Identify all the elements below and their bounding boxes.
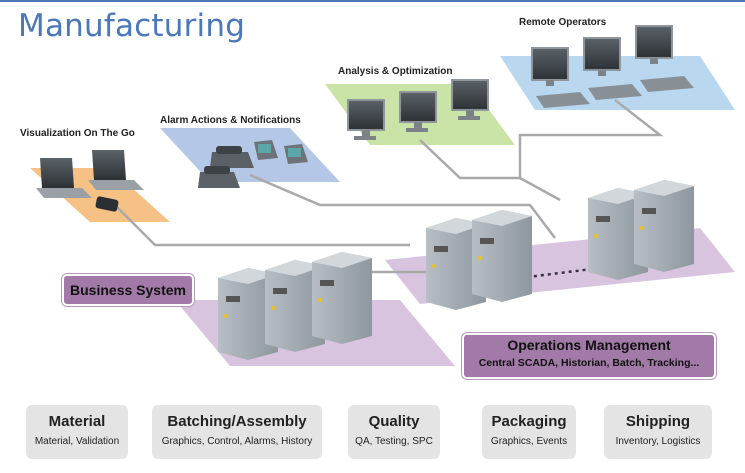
server-icon (426, 218, 486, 310)
business-system-tag: Business System (62, 274, 194, 306)
category-box-batching: Batching/Assembly Graphics, Control, Ala… (152, 405, 322, 459)
monitor-icon (347, 99, 385, 140)
category-box-shipping: Shipping Inventory, Logistics (604, 405, 712, 459)
category-box-quality: Quality QA, Testing, SPC (348, 405, 440, 459)
monitor-icon (583, 37, 621, 76)
monitor-icon (531, 47, 569, 86)
alarm-zone (160, 128, 340, 182)
server-icon (472, 210, 532, 302)
category-box-packaging: Packaging Graphics, Events (482, 405, 576, 459)
operations-management-tag: Operations Management Central SCADA, His… (462, 333, 716, 379)
keyboard-icon (640, 76, 694, 92)
category-title: Material (48, 413, 106, 430)
handheld-icon (254, 140, 278, 160)
laptop-icon (88, 150, 144, 190)
category-subtitle: QA, Testing, SPC (355, 436, 433, 447)
server-icon (588, 188, 648, 280)
category-subtitle: Graphics, Control, Alarms, History (161, 436, 313, 447)
category-subtitle: Material, Validation (34, 436, 120, 447)
server-icon (218, 268, 278, 360)
desk-phone-icon (198, 166, 240, 188)
zone-label-mobile: Visualization On The Go (20, 128, 135, 139)
handheld-icon (284, 144, 308, 164)
category-subtitle: Graphics, Events (490, 436, 568, 447)
business-system-label: Business System (70, 282, 186, 298)
server-icon (312, 252, 372, 344)
operations-management-title: Operations Management (507, 337, 671, 353)
monitor-icon (451, 79, 489, 120)
server-icon (265, 260, 325, 352)
category-box-material: Material Material, Validation (26, 405, 128, 459)
page-title: Manufacturing (18, 8, 246, 44)
operations-management-subtitle: Central SCADA, Historian, Batch, Trackin… (478, 357, 700, 369)
category-title: Packaging (491, 413, 567, 430)
phone-icon (95, 196, 119, 212)
category-title: Quality (368, 413, 420, 430)
keyboard-icon (588, 84, 642, 100)
zone-label-alarm: Alarm Actions & Notifications (160, 115, 301, 126)
keyboard-icon (536, 92, 590, 108)
zone-label-analysis: Analysis & Optimization (338, 66, 453, 77)
desk-phone-icon (210, 146, 254, 168)
zone-label-remote: Remote Operators (519, 17, 607, 28)
monitor-icon (635, 25, 673, 64)
top-rule (0, 0, 745, 2)
category-subtitle: Inventory, Logistics (615, 436, 701, 447)
server-icon (634, 180, 694, 272)
category-title: Shipping (625, 413, 691, 430)
laptop-icon (36, 158, 92, 198)
category-title: Batching/Assembly (167, 413, 307, 430)
monitor-icon (399, 91, 437, 132)
